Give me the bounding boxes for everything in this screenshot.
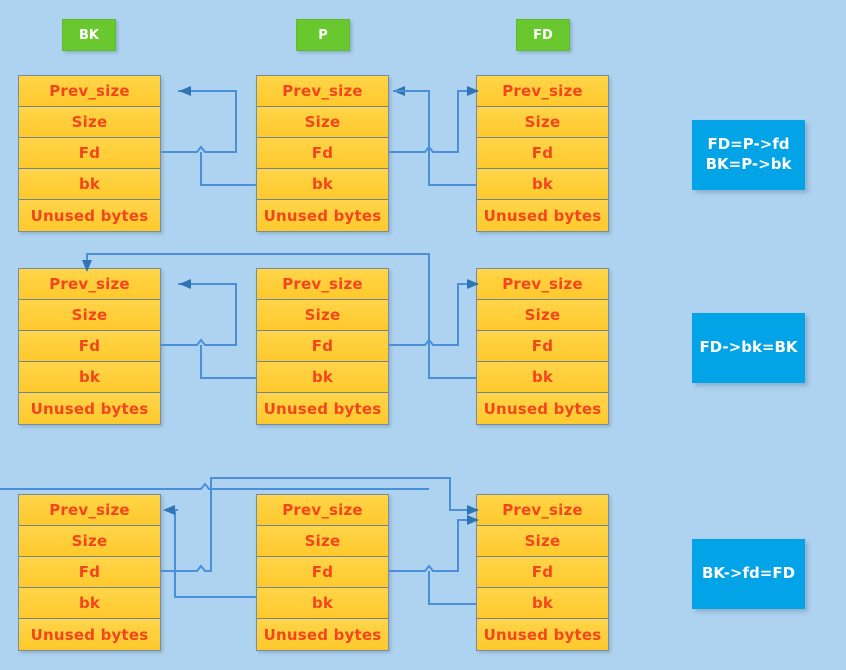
field-bk: bk (257, 169, 388, 200)
badge-fd-label: FD (533, 27, 553, 43)
row-3-note-line-1: BK->fd=FD (701, 564, 796, 583)
row-3-chunk-bk: Prev_size Size Fd bk Unused bytes (18, 494, 161, 651)
row-2-note-line-1: FD->bk=BK (699, 338, 798, 357)
row3-p-bk-to-bk (163, 505, 256, 598)
field-fd: Fd (477, 331, 608, 362)
badge-p: P (296, 19, 350, 51)
field-fd: Fd (257, 557, 388, 588)
badge-bk-label: BK (79, 27, 99, 43)
field-fd: Fd (19, 557, 160, 588)
row-1-chunk-p: Prev_size Size Fd bk Unused bytes (256, 75, 389, 232)
field-prev-size: Prev_size (477, 495, 608, 526)
row2-p-bk-to-bk (200, 345, 256, 379)
field-bk: bk (257, 588, 388, 619)
row-2-note: FD->bk=BK (692, 313, 805, 383)
row-3-chunk-p: Prev_size Size Fd bk Unused bytes (256, 494, 389, 651)
field-size: Size (19, 526, 160, 557)
row-1-chunk-bk: Prev_size Size Fd bk Unused bytes (18, 75, 161, 232)
badge-p-label: P (318, 27, 328, 43)
field-size: Size (477, 107, 608, 138)
row3-fd-bk-wire (428, 571, 476, 605)
row1-p-fd-to-fd (389, 86, 479, 153)
field-bk: bk (477, 169, 608, 200)
field-bk: bk (477, 588, 608, 619)
row-1-note-line-1: FD=P->fd (707, 135, 790, 154)
field-bk: bk (257, 362, 388, 393)
field-fd: Fd (19, 331, 160, 362)
field-fd: Fd (257, 331, 388, 362)
row-1-note-line-2: BK=P->bk (705, 155, 792, 173)
row-2-chunk-bk: Prev_size Size Fd bk Unused bytes (18, 268, 161, 425)
field-prev-size: Prev_size (477, 76, 608, 107)
field-prev-size: Prev_size (257, 495, 388, 526)
field-prev-size: Prev_size (477, 269, 608, 300)
row3-incoming-top-wire (0, 482, 429, 490)
row1-fd-bk-to-p (428, 152, 476, 186)
field-bk: bk (477, 362, 608, 393)
row-3-chunk-fd: Prev_size Size Fd bk Unused bytes (476, 494, 609, 651)
field-fd: Fd (477, 138, 608, 169)
field-prev-size: Prev_size (257, 269, 388, 300)
row1-arrow-into-p-prev (393, 86, 430, 152)
field-size: Size (257, 107, 388, 138)
row1-p-bk-to-bk (200, 152, 256, 186)
field-fd: Fd (257, 138, 388, 169)
field-prev-size: Prev_size (19, 495, 160, 526)
row-1-chunk-fd: Prev_size Size Fd bk Unused bytes (476, 75, 609, 232)
row-2-chunk-p: Prev_size Size Fd bk Unused bytes (256, 268, 389, 425)
row3-p-fd-to-fd (389, 515, 479, 572)
field-unused: Unused bytes (477, 619, 608, 650)
badge-bk: BK (62, 19, 116, 51)
field-size: Size (477, 526, 608, 557)
field-size: Size (257, 526, 388, 557)
field-prev-size: Prev_size (19, 76, 160, 107)
field-bk: bk (19, 169, 160, 200)
field-unused: Unused bytes (19, 200, 160, 231)
field-unused: Unused bytes (19, 393, 160, 424)
field-unused: Unused bytes (257, 393, 388, 424)
field-bk: bk (19, 588, 160, 619)
field-unused: Unused bytes (477, 393, 608, 424)
field-size: Size (19, 300, 160, 331)
badge-fd: FD (516, 19, 570, 51)
field-unused: Unused bytes (19, 619, 160, 650)
field-prev-size: Prev_size (19, 269, 160, 300)
row-3-note: BK->fd=FD (692, 539, 805, 609)
field-unused: Unused bytes (257, 619, 388, 650)
field-size: Size (19, 107, 160, 138)
field-size: Size (477, 300, 608, 331)
field-unused: Unused bytes (257, 200, 388, 231)
field-fd: Fd (477, 557, 608, 588)
field-fd: Fd (19, 138, 160, 169)
field-size: Size (257, 300, 388, 331)
row-1-note: FD=P->fd BK=P->bk (692, 120, 805, 190)
field-unused: Unused bytes (477, 200, 608, 231)
row1-bk-fd-to-p (161, 86, 237, 153)
row2-bk-fd-to-p (161, 279, 237, 346)
field-bk: bk (19, 362, 160, 393)
field-prev-size: Prev_size (257, 76, 388, 107)
row-2-chunk-fd: Prev_size Size Fd bk Unused bytes (476, 268, 609, 425)
row2-p-fd-to-fd (389, 279, 479, 346)
